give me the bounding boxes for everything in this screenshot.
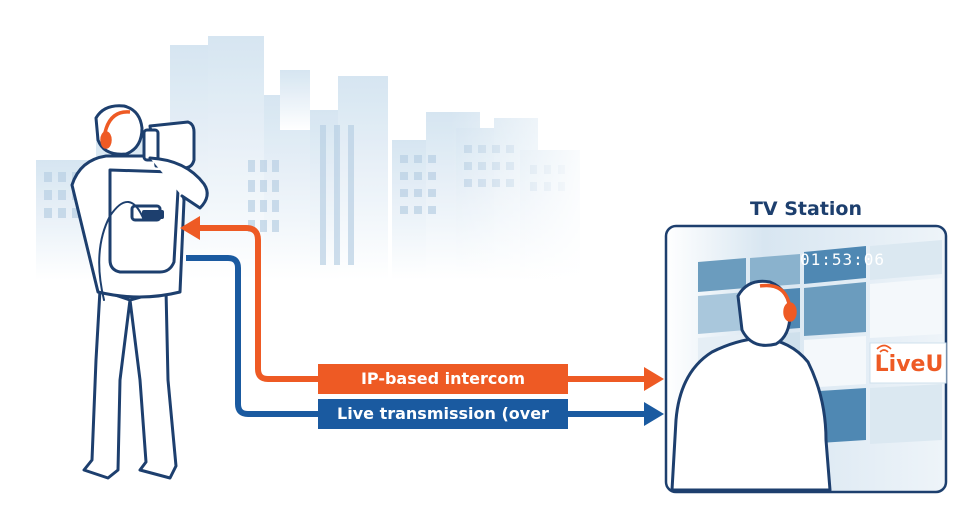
liveu-signal-icon <box>876 344 892 353</box>
operator-headset-icon <box>100 110 131 149</box>
technician-figure <box>670 279 832 492</box>
transmission-arrowhead <box>644 402 664 426</box>
intercom-arrowhead-left <box>180 216 200 240</box>
transmission-label: Live transmission (over LRT) <box>318 399 568 453</box>
camera-operator-figure <box>70 104 209 480</box>
station-title: TV Station <box>749 198 863 220</box>
intercom-arrow <box>196 225 658 382</box>
transmission-arrow <box>186 255 646 417</box>
backpack-badge <box>142 210 164 219</box>
technician-headset-icon <box>759 283 797 322</box>
liveu-logo: LiveU <box>874 352 944 377</box>
intercom-arrowhead-right <box>644 367 664 391</box>
monitor-clock: 01:53:06 <box>800 250 886 269</box>
intercom-label: IP-based intercom <box>318 364 568 394</box>
